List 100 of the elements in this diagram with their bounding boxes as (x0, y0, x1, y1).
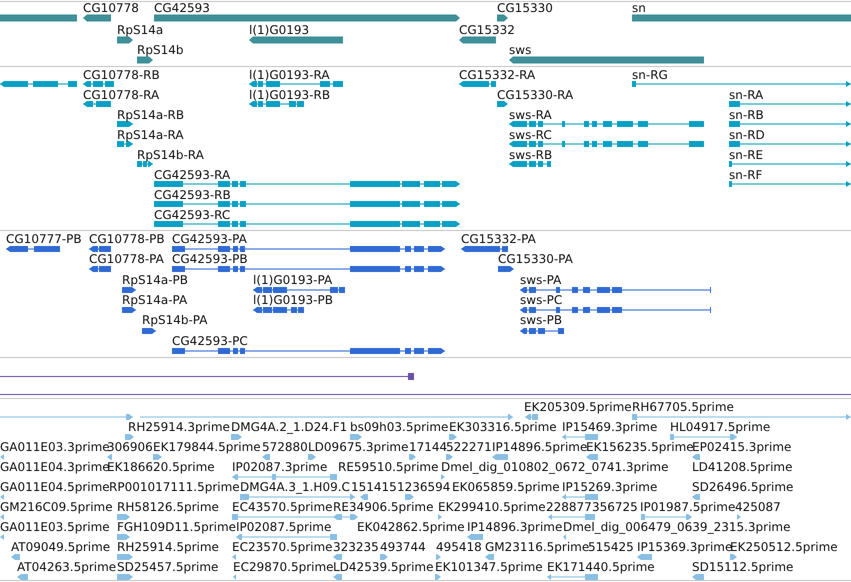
feature-label: RpS14a-RB (117, 108, 184, 122)
feature-label: 17144 (409, 440, 448, 454)
feature-label: CG15330-RA (497, 88, 574, 102)
feature-label: CG42593-PA (172, 232, 247, 246)
feature-label: SD15112.5prime (692, 560, 794, 574)
feature-label: IP15469.3prime (562, 420, 658, 434)
feature-label: EC43570.5prime (232, 500, 333, 514)
feature-label: sn-RF (729, 168, 762, 182)
feature-label: CG15330 (497, 1, 553, 15)
feature-label: RE59510.5prime (338, 460, 438, 474)
feature-label: EK065859.5prime (452, 480, 560, 494)
feature-label: CG42593 (154, 1, 210, 15)
feature-label: DMG4A.2_1.D24.F1 (231, 420, 348, 434)
feature-label: 493744 (380, 540, 426, 554)
feature-label: RE34906.5prime (333, 500, 434, 514)
feature-label: IP15369.3prime (637, 540, 732, 554)
feature-label: IP02087.3prime (232, 460, 328, 474)
feature-label: sws-PC (520, 293, 562, 307)
feature-label: EK171440.5prime (547, 560, 655, 574)
feature-label: SD26496.5prime (692, 480, 794, 494)
feature-label: CG42593-PC (172, 334, 248, 348)
feature-label: LD41208.5prime (692, 460, 793, 474)
feature-label: LD42539.5prime (333, 560, 434, 574)
feature-label: EC23570.5prime (232, 540, 333, 554)
feature-label: LD09675.3prime (308, 440, 409, 454)
feature-label: HL04917.5prime (670, 420, 770, 434)
feature-label: AT09049.5prime (11, 540, 110, 554)
feature-label: EK186620.5prime (107, 460, 215, 474)
feature-label: 356725 (592, 500, 638, 514)
feature-label: CG42593-PB (172, 252, 248, 266)
feature-label: CG42593-RB (154, 188, 231, 202)
feature-label: EK205309.5prime (524, 400, 632, 414)
feature-label: 495418 (436, 540, 482, 554)
feature-label: CG15332-RA (459, 68, 536, 82)
feature-label: 306906 (107, 440, 153, 454)
feature-label: IP01987.5prime (640, 500, 736, 514)
feature-label: FGH109D11.5prime (117, 520, 236, 534)
feature-label: GA011E03.3prime (0, 440, 110, 454)
feature-label: RpS14a (117, 23, 164, 37)
feature-label: sws-PB (520, 313, 562, 327)
feature-label: CG10777-PB (6, 232, 82, 246)
feature-label: sn-RE (729, 148, 764, 162)
feature-label: 572880 (262, 440, 308, 454)
feature-label: RP001017111.5prime (109, 480, 240, 494)
feature-label: RpS14a-PB (122, 273, 188, 287)
feature-label: sn-RD (729, 128, 765, 142)
feature-label: CG15330-PA (498, 252, 573, 266)
feature-label: 522271 (446, 440, 492, 454)
feature-label: RH67705.5prime (632, 400, 734, 414)
feature-label: CG10778-RB (83, 68, 160, 82)
feature-label: IP14896.3prime (467, 520, 562, 534)
feature-label: AT04263.5prime (17, 560, 116, 574)
feature-label: sws-RA (509, 108, 552, 122)
feature-label: IP14896.5prime (492, 440, 588, 454)
feature-label: Dmel_dig_010802_0672_0741.3prime (441, 460, 669, 474)
feature-label: RpS14b (137, 43, 184, 57)
feature-label: RpS14a-PA (122, 293, 188, 307)
feature-label: 151415 (351, 480, 397, 494)
feature-label: CG15332-PA (461, 232, 536, 246)
feature-label: CG10778 (83, 1, 139, 15)
feature-label: sws-RC (509, 128, 552, 142)
feature-label: CG10778-PA (89, 252, 164, 266)
feature-label: RpS14b-RA (137, 148, 204, 162)
feature-label: IP15269.3prime (562, 480, 658, 494)
feature-label: sws-RB (509, 148, 552, 162)
feature-label: DMG4A.3_1.H09.C (240, 480, 350, 494)
feature-label: SD25457.5prime (117, 560, 218, 574)
feature-label: EK042862.5prime (357, 520, 465, 534)
feature-label: sn-RA (729, 88, 764, 102)
feature-label: RpS14a-RA (117, 128, 184, 142)
feature-label: CG10778-RA (83, 88, 160, 102)
feature-label: CG15332 (459, 23, 515, 37)
feature-label: EK299410.5prime (438, 500, 546, 514)
feature-label: sn-RB (729, 108, 764, 122)
feature-label: bs09h03.5prime (350, 420, 448, 434)
feature-label: CG10778-PB (89, 232, 165, 246)
feature-label: Dmel_dig_006479_0639_2315.3prime (563, 520, 791, 534)
feature-label: sws (509, 43, 532, 57)
feature-label: EK179844.5prime (153, 440, 261, 454)
feature-label: RpS14b-PA (142, 313, 208, 327)
feature-label: CG42593-RA (154, 168, 230, 182)
feature-label: sws-PA (520, 273, 562, 287)
feature-label: l(1)G0193-RA (249, 68, 330, 82)
feature-label: l(1)G0193-PB (253, 293, 333, 307)
feature-label: GA011E04.5prime (0, 480, 110, 494)
feature-label: sn-RG (632, 68, 668, 82)
feature-label: EK303316.5prime (449, 420, 557, 434)
feature-label: 323235 (333, 540, 379, 554)
feature-label: EK101347.5prime (435, 560, 543, 574)
feature-label: GA011E04.3prime (0, 460, 110, 474)
feature-label: GA011E03.5prime (0, 520, 110, 534)
feature-label: l(1)G0193-PA (253, 273, 332, 287)
feature-label: EK156235.5prime (586, 440, 694, 454)
feature-label: 228877 (546, 500, 592, 514)
feature-label: 515425 (588, 540, 634, 554)
feature-label: EK250512.5prime (730, 540, 838, 554)
feature-label: RH25914.3prime (128, 420, 230, 434)
feature-label: RH58126.5prime (117, 500, 219, 514)
feature-label: EP02415.3prime (692, 440, 792, 454)
feature-label: RH25914.5prime (117, 540, 219, 554)
